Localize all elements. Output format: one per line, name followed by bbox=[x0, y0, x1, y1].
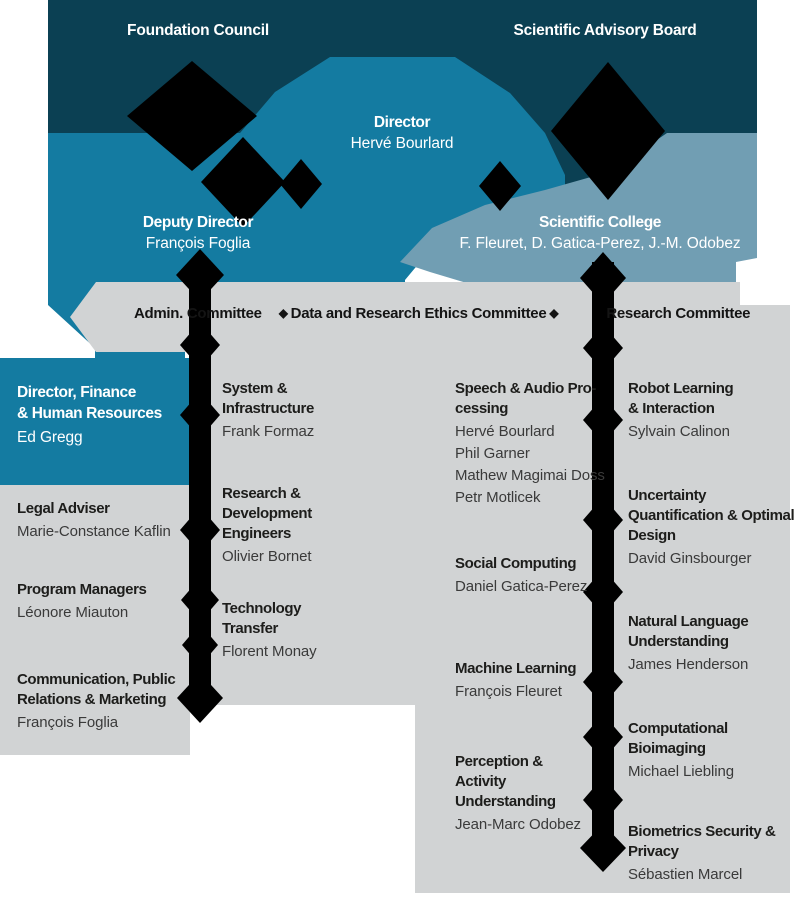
robot-learning-name: Sylvain Calinon bbox=[628, 423, 730, 440]
speech-audio-title: cessing bbox=[455, 400, 509, 417]
speech-audio-member: Mathew Magimai Doss bbox=[455, 467, 605, 484]
finance-block: Director, Finance & Human Resources Ed G… bbox=[17, 382, 187, 448]
nlu-name: James Henderson bbox=[628, 656, 749, 673]
perception-title: Perception & bbox=[455, 753, 543, 770]
communication-title: Communication, Public bbox=[17, 671, 176, 688]
perception-title: Understanding bbox=[455, 793, 556, 810]
technology-transfer-block: Technology Transfer Florent Monay bbox=[222, 599, 402, 662]
system-infrastructure-name: Frank Formaz bbox=[222, 423, 315, 440]
speech-audio-member: Hervé Bourlard bbox=[455, 423, 555, 440]
technology-transfer-title: Transfer bbox=[222, 620, 278, 637]
communication-block: Communication, Public Relations & Market… bbox=[17, 670, 192, 733]
uncertainty-title: Design bbox=[628, 527, 676, 544]
services-panel bbox=[190, 335, 415, 705]
scientific-college-members: F. Fleuret, D. Gatica-Perez, J.-M. Odobe… bbox=[459, 235, 741, 252]
bioimaging-title: Bioimaging bbox=[628, 740, 706, 757]
social-computing-name: Daniel Gatica-Perez bbox=[455, 578, 588, 595]
nlu-title: Understanding bbox=[628, 633, 729, 650]
foundation-council-label: Foundation Council bbox=[127, 22, 269, 39]
bioimaging-block: Computational Bioimaging Michael Lieblin… bbox=[628, 719, 793, 782]
program-managers-name: Léonore Miauton bbox=[17, 604, 129, 621]
scientific-college-title: Scientific College bbox=[539, 214, 661, 231]
system-infrastructure-block: System & Infrastructure Frank Formaz bbox=[222, 379, 402, 442]
program-managers-block: Program Managers Léonore Miauton bbox=[17, 580, 187, 623]
social-computing-block: Social Computing Daniel Gatica-Perez bbox=[455, 554, 625, 597]
ethics-committee-label: Data and Research Ethics Committee bbox=[290, 305, 547, 322]
bioimaging-title: Computational bbox=[628, 720, 728, 737]
robot-learning-block: Robot Learning & Interaction Sylvain Cal… bbox=[628, 379, 793, 442]
rd-engineers-title: Development bbox=[222, 505, 312, 522]
rd-engineers-title: Engineers bbox=[222, 525, 291, 542]
director-block: Director Hervé Bourlard bbox=[302, 112, 502, 154]
system-infrastructure-title: Infrastructure bbox=[222, 400, 314, 417]
nlu-block: Natural Language Understanding James Hen… bbox=[628, 612, 793, 675]
machine-learning-block: Machine Learning François Fleuret bbox=[455, 659, 625, 702]
perception-title: Activity bbox=[455, 773, 506, 790]
deputy-director-title: Deputy Director bbox=[142, 214, 254, 231]
legal-adviser-block: Legal Adviser Marie-Constance Kaflin bbox=[17, 499, 187, 542]
legal-adviser-title: Legal Adviser bbox=[17, 500, 110, 517]
perception-block: Perception & Activity Understanding Jean… bbox=[455, 752, 625, 835]
committee-strip: Admin. Committee ◆Data and Research Ethic… bbox=[134, 305, 750, 322]
finance-title: Director, Finance bbox=[17, 384, 136, 401]
deputy-director-block: Deputy Director François Foglia bbox=[98, 212, 298, 254]
system-infrastructure-title: System & bbox=[222, 380, 288, 397]
biometrics-title: Privacy bbox=[628, 843, 679, 860]
finance-box bbox=[0, 358, 190, 485]
finance-name: Ed Gregg bbox=[17, 429, 83, 446]
biometrics-block: Biometrics Security & Privacy Sébastien … bbox=[628, 822, 796, 885]
machine-learning-name: François Fleuret bbox=[455, 683, 562, 700]
rd-engineers-title: Research & bbox=[222, 485, 301, 502]
technology-transfer-name: Florent Monay bbox=[222, 643, 317, 660]
rd-engineers-block: Research & Development Engineers Olivier… bbox=[222, 484, 402, 567]
director-title: Director bbox=[373, 114, 431, 131]
scientific-advisory-board-label: Scientific Advisory Board bbox=[513, 22, 697, 39]
uncertainty-block: Uncertainty Quantification & Optimal Des… bbox=[628, 486, 796, 569]
robot-learning-title: Robot Learning bbox=[628, 380, 734, 397]
research-committee-label: Research Committee bbox=[606, 305, 751, 322]
director-name: Hervé Bourlard bbox=[350, 135, 454, 152]
legal-adviser-name: Marie-Constance Kaflin bbox=[17, 523, 171, 540]
machine-learning-title: Machine Learning bbox=[455, 660, 577, 677]
scientific-college-block: Scientific College F. Fleuret, D. Gatica… bbox=[440, 212, 760, 254]
speech-audio-block: Speech & Audio Pro- cessing Hervé Bourla… bbox=[455, 379, 625, 508]
communication-name: François Foglia bbox=[17, 714, 119, 731]
program-managers-title: Program Managers bbox=[17, 581, 147, 598]
deputy-director-name: François Foglia bbox=[145, 235, 251, 252]
bioimaging-name: Michael Liebling bbox=[628, 763, 734, 780]
admin-panel bbox=[0, 485, 190, 755]
biometrics-title: Biometrics Security & bbox=[628, 823, 776, 840]
perception-name: Jean-Marc Odobez bbox=[455, 816, 581, 833]
diamond-separator-icon: ◆ bbox=[549, 306, 559, 320]
diamond-separator-icon: ◆ bbox=[278, 306, 288, 320]
rd-engineers-name: Olivier Bornet bbox=[222, 548, 312, 565]
uncertainty-title: Quantification & Optimal bbox=[628, 507, 795, 524]
uncertainty-name: David Ginsbourger bbox=[628, 550, 752, 567]
speech-audio-member: Petr Motlicek bbox=[455, 489, 541, 506]
robot-learning-title: & Interaction bbox=[628, 400, 715, 417]
nlu-title: Natural Language bbox=[628, 613, 749, 630]
admin-committee-label: Admin. Committee bbox=[134, 305, 262, 322]
social-computing-title: Social Computing bbox=[455, 555, 577, 572]
uncertainty-title: Uncertainty bbox=[628, 487, 707, 504]
technology-transfer-title: Technology bbox=[222, 600, 302, 617]
speech-audio-member: Phil Garner bbox=[455, 445, 530, 462]
speech-audio-title: Speech & Audio Pro- bbox=[455, 380, 597, 397]
finance-title: & Human Resources bbox=[17, 405, 162, 422]
communication-title: Relations & Marketing bbox=[17, 691, 167, 708]
biometrics-name: Sébastien Marcel bbox=[628, 866, 743, 883]
